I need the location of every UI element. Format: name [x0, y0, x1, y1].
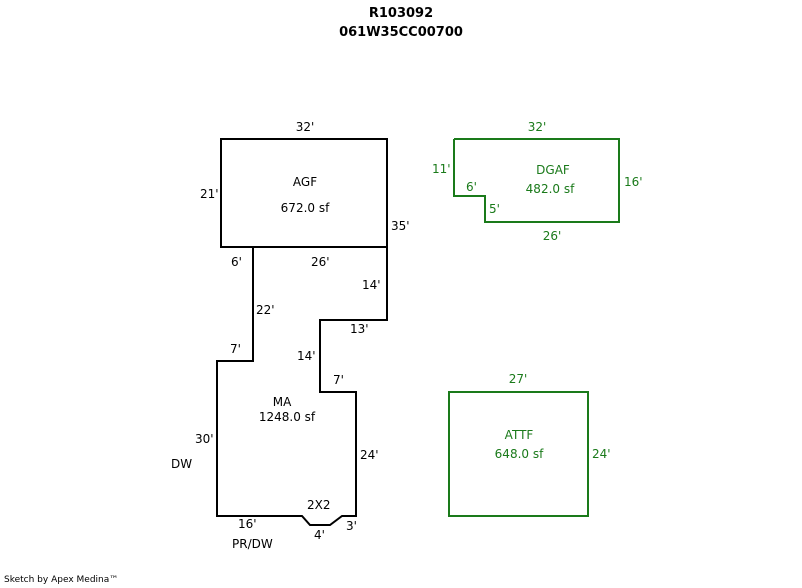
dgaf-name: DGAF — [536, 163, 570, 177]
ma-name: MA — [273, 395, 292, 409]
agf-name: AGF — [293, 175, 317, 189]
attf-area: 648.0 sf — [495, 447, 544, 461]
ma-bottom-4-dim: 4' — [314, 528, 325, 542]
agf-bottom-left-dim: 6' — [231, 255, 242, 269]
agf-top-dim: 32' — [296, 120, 315, 134]
dgaf-bottom-dim: 26' — [543, 229, 562, 243]
attf-name: ATTF — [505, 428, 534, 442]
dgaf-right-dim: 16' — [624, 175, 643, 189]
ma-step-7-dim: 7' — [333, 373, 344, 387]
record-id: R103092 — [368, 6, 434, 21]
agf-right-dim: 35' — [391, 219, 410, 233]
ma-bottom-16-dim: 16' — [238, 517, 257, 531]
parcel-number: 061W35CC00700 — [339, 25, 463, 40]
agf-left-dim: 21' — [200, 187, 219, 201]
ma-right-14-dim: 14' — [362, 278, 381, 292]
dgaf-outline — [453, 138, 620, 223]
agf-area: 672.0 sf — [281, 201, 330, 215]
ma-bottom-3-dim: 3' — [346, 519, 357, 533]
attf-outline — [448, 391, 589, 517]
ma-top-7-dim: 7' — [230, 342, 241, 356]
sketch-credit: Sketch by Apex Medina™ — [4, 575, 119, 585]
dw-label: DW — [171, 457, 192, 471]
ma-inner-22-dim: 22' — [256, 303, 275, 317]
bump-label: 2X2 — [307, 498, 331, 512]
dgaf-left-dim: 11' — [432, 162, 451, 176]
ma-outline — [216, 247, 388, 526]
ma-step-13-dim: 13' — [350, 322, 369, 336]
dgaf-area: 482.0 sf — [526, 182, 575, 196]
agf-outline — [220, 138, 388, 248]
dgaf-notch-6-dim: 6' — [466, 180, 477, 194]
attf-right-dim: 24' — [592, 447, 611, 461]
pr-dw-label: PR/DW — [232, 537, 273, 551]
ma-area: 1248.0 sf — [259, 410, 316, 424]
ma-left-30-dim: 30' — [195, 432, 214, 446]
dgaf-notch-5-dim: 5' — [489, 202, 500, 216]
ma-inner-14-dim: 14' — [297, 349, 316, 363]
agf-bottom-dim: 26' — [311, 255, 330, 269]
dgaf-top-dim: 32' — [528, 120, 547, 134]
ma-right-24-dim: 24' — [360, 448, 379, 462]
attf-top-dim: 27' — [509, 372, 528, 386]
